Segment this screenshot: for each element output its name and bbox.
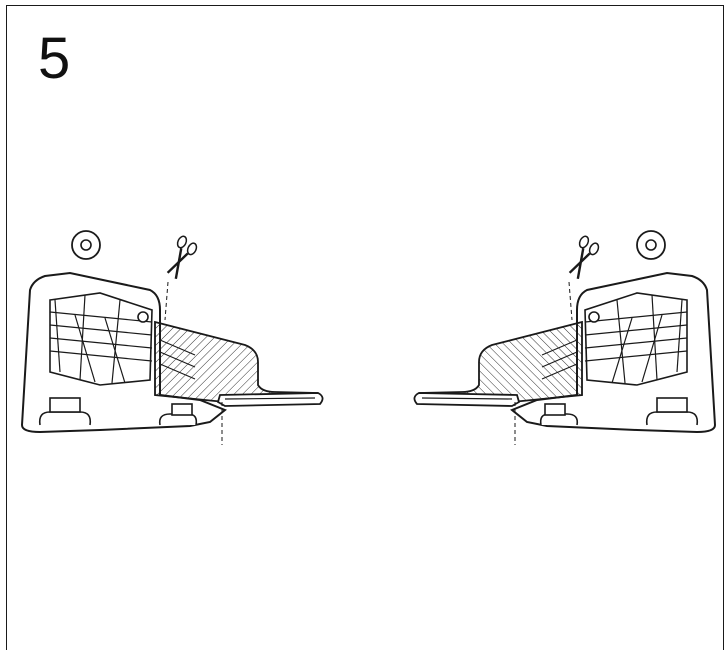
bracket-left <box>21 272 324 446</box>
scissors-icon <box>166 235 198 280</box>
step-number: 5 <box>38 26 71 91</box>
bracket-right <box>413 272 716 446</box>
circle-dot-icon <box>71 230 101 260</box>
circle-dot-icon <box>636 230 666 260</box>
scissors-icon <box>568 235 600 280</box>
